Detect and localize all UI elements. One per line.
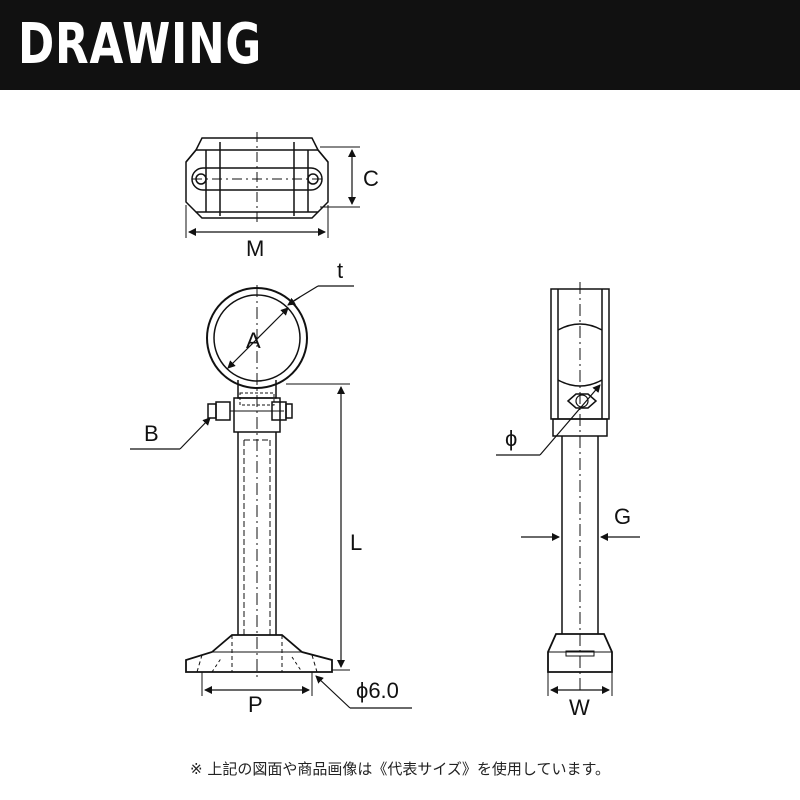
label-p: P xyxy=(248,692,263,717)
technical-drawing: C M t A B L P ϕ6.0 ϕ G W xyxy=(130,132,640,720)
dimension-t xyxy=(287,285,354,306)
header-bar: DRAWING xyxy=(0,0,800,90)
label-l: L xyxy=(350,530,362,555)
label-phi: ϕ xyxy=(505,426,517,451)
label-b: B xyxy=(144,421,159,446)
label-w: W xyxy=(569,695,590,720)
dimension-m xyxy=(185,205,329,238)
dimension-phi-side xyxy=(496,384,601,456)
front-view xyxy=(185,285,333,680)
dimension-g xyxy=(521,530,640,544)
label-c: C xyxy=(363,166,379,191)
label-g: G xyxy=(614,504,631,529)
label-a: A xyxy=(246,328,261,353)
footnote: ※ 上記の図面や商品画像は《代表サイズ》を使用しています。 xyxy=(190,760,610,778)
dimension-phi-6 xyxy=(315,675,412,709)
dimension-c xyxy=(320,146,360,208)
page-title: DRAWING xyxy=(18,12,263,77)
dimension-b xyxy=(130,417,211,450)
dimension-p xyxy=(201,672,313,696)
label-phi-6: ϕ6.0 xyxy=(356,678,399,703)
label-m: M xyxy=(246,236,264,261)
dimension-l xyxy=(286,383,350,671)
dimension-w xyxy=(547,672,613,696)
side-view xyxy=(547,282,613,690)
dimension-a xyxy=(227,307,289,369)
top-view xyxy=(185,132,329,222)
label-t: t xyxy=(337,258,343,283)
